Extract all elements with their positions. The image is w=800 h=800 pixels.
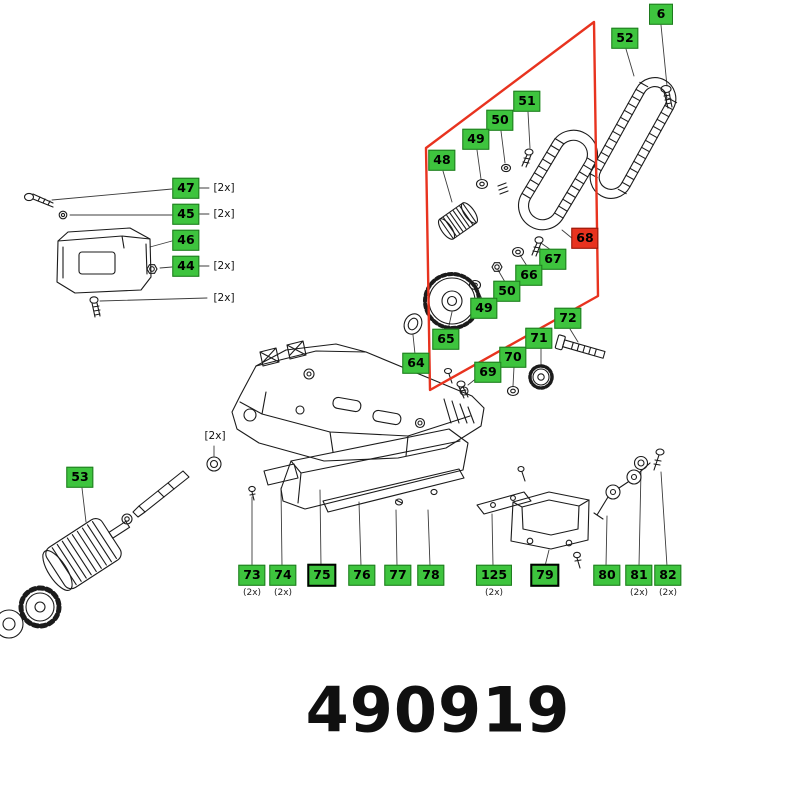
- qty-label-81: (2x): [629, 588, 649, 598]
- screw-82-drawing: [653, 448, 665, 471]
- fan-gear-drawing: [0, 585, 62, 639]
- part-badge-50-upper[interactable]: 50: [486, 109, 514, 131]
- part-badge-48[interactable]: 48: [428, 149, 456, 171]
- bolt-72-drawing: [554, 334, 606, 359]
- part-badge-70[interactable]: 70: [499, 346, 527, 368]
- qty-label-82: (2x): [658, 588, 678, 598]
- spring-clip-80-drawing: [593, 462, 651, 520]
- screw-unnumbered-drawing: [89, 296, 101, 318]
- washer-49-lower-drawing: [468, 279, 482, 291]
- part-badge-71[interactable]: 71: [525, 327, 553, 349]
- pulley-48-drawing: [437, 202, 479, 240]
- part-badge-69[interactable]: 69: [474, 361, 502, 383]
- part-badge-79[interactable]: 79: [530, 563, 560, 587]
- screw-47-drawing: [23, 192, 54, 208]
- part-badge-53[interactable]: 53: [66, 466, 94, 488]
- highlight-box: [424, 20, 600, 392]
- leader-lines: [51, 24, 668, 567]
- part-badge-49-upper[interactable]: 49: [462, 128, 490, 150]
- bracket-79-drawing: [510, 465, 590, 569]
- part-badge-68-selected[interactable]: 68: [571, 227, 599, 249]
- part-badge-66[interactable]: 66: [515, 264, 543, 286]
- gear-71-drawing: [528, 364, 554, 390]
- part-badge-77[interactable]: 77: [384, 564, 412, 586]
- ring-81-drawing: [633, 455, 649, 471]
- washer-49-upper-drawing: [475, 178, 489, 190]
- part-badge-73[interactable]: 73: [238, 564, 266, 586]
- part-badge-6[interactable]: 6: [649, 3, 673, 25]
- washer-66-drawing: [511, 246, 525, 258]
- motor-housing-46-drawing: [56, 227, 152, 294]
- qty-label-74: (2x): [273, 588, 293, 598]
- part-badge-82[interactable]: 82: [654, 564, 682, 586]
- qty-label-45: [2x]: [213, 208, 235, 220]
- part-badge-75[interactable]: 75: [307, 563, 337, 587]
- part-badge-52[interactable]: 52: [611, 27, 639, 49]
- chassis-drawing: [231, 340, 485, 462]
- retaining-ring-drawing: [206, 456, 222, 472]
- nut-50-upper-drawing: [500, 163, 512, 173]
- toothed-belt-68-drawing: [517, 129, 599, 231]
- spring-pin-drawing: [497, 182, 509, 195]
- qty-label-125: (2x): [484, 588, 504, 598]
- part-badge-81[interactable]: 81: [625, 564, 653, 586]
- part-badge-72[interactable]: 72: [554, 307, 582, 329]
- qty-label-44: [2x]: [213, 260, 235, 272]
- qty-label-47: [2x]: [213, 182, 235, 194]
- part-badge-76[interactable]: 76: [348, 564, 376, 586]
- part-badge-46[interactable]: 46: [172, 229, 200, 251]
- part-number: 490919: [305, 673, 571, 747]
- qty-label-unnumbered: [2x]: [213, 292, 235, 304]
- qty-label-73: (2x): [242, 588, 262, 598]
- screw-51-drawing: [521, 148, 534, 168]
- spindle-drawing: [132, 470, 190, 518]
- nut-50-lower-drawing: [491, 262, 503, 272]
- motor-armature-53-drawing: [42, 518, 131, 591]
- part-badge-74[interactable]: 74: [269, 564, 297, 586]
- part-badge-49-lower[interactable]: 49: [470, 297, 498, 319]
- part-badge-44[interactable]: 44: [172, 255, 200, 277]
- part-badge-50-lower[interactable]: 50: [493, 280, 521, 302]
- sole-plate-drawing: [280, 428, 469, 513]
- part-badge-45[interactable]: 45: [172, 203, 200, 225]
- washer-70-drawing: [506, 385, 520, 397]
- part-badge-51[interactable]: 51: [513, 90, 541, 112]
- part-badge-65[interactable]: 65: [432, 328, 460, 350]
- part-badge-80[interactable]: 80: [593, 564, 621, 586]
- part-badge-67[interactable]: 67: [539, 248, 567, 270]
- qty-label-spindle: [2x]: [204, 430, 226, 442]
- part-badge-64[interactable]: 64: [402, 352, 430, 374]
- screw-69-drawing: [456, 380, 469, 399]
- screw-67-drawing: [531, 236, 544, 257]
- plate-125-drawing: [476, 491, 532, 515]
- sanding-frame-52-drawing: [588, 77, 678, 199]
- screw-73-drawing: [248, 485, 256, 501]
- part-badge-47[interactable]: 47: [172, 177, 200, 199]
- plate-74-drawing: [263, 463, 299, 486]
- part-badge-78[interactable]: 78: [417, 564, 445, 586]
- washer-64-drawing: [403, 313, 423, 335]
- nut-44-drawing: [146, 264, 158, 274]
- washer-45-drawing: [58, 210, 68, 220]
- part-badge-125[interactable]: 125: [475, 564, 513, 586]
